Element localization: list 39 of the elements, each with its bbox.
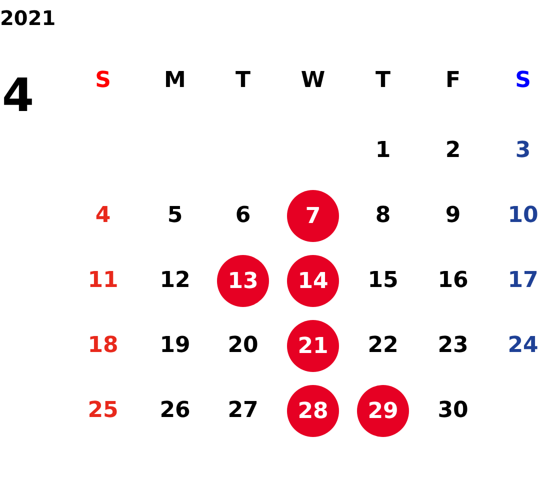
day-number: 6	[235, 205, 251, 227]
day-number: 18	[88, 335, 118, 357]
day-number: 3	[515, 140, 531, 162]
day-number: 15	[368, 270, 398, 292]
day-number: 19	[160, 335, 190, 357]
day-number: 11	[88, 270, 118, 292]
day-number: 1	[375, 140, 391, 162]
day-number: 25	[88, 400, 118, 422]
day-number: 26	[160, 400, 190, 422]
weekday-header: T	[236, 70, 250, 92]
weekday-header: S	[515, 70, 531, 92]
day-number: 2	[445, 140, 461, 162]
day-number: 22	[368, 335, 398, 357]
highlighted-day-circle: 7	[287, 190, 339, 242]
day-number: 5	[167, 205, 183, 227]
weekday-header: T	[376, 70, 390, 92]
day-number: 12	[160, 270, 190, 292]
day-number: 27	[228, 400, 258, 422]
day-number: 8	[375, 205, 391, 227]
highlighted-day-circle: 14	[287, 255, 339, 307]
weekday-header: S	[95, 70, 111, 92]
day-number: 23	[438, 335, 468, 357]
day-number: 9	[445, 205, 461, 227]
highlighted-day-circle: 21	[287, 320, 339, 372]
day-number: 30	[438, 400, 468, 422]
day-number: 16	[438, 270, 468, 292]
highlighted-day-circle: 28	[287, 385, 339, 437]
year-label: 2021	[0, 8, 56, 28]
weekday-header: W	[300, 70, 326, 92]
highlighted-day-circle: 13	[217, 255, 269, 307]
day-number: 20	[228, 335, 258, 357]
weekday-header: M	[164, 70, 186, 92]
day-number: 4	[95, 205, 111, 227]
highlighted-day-circle: 29	[357, 385, 409, 437]
day-number: 17	[508, 270, 538, 292]
month-number: 4	[2, 72, 34, 118]
weekday-header: F	[445, 70, 461, 92]
day-number: 10	[508, 205, 538, 227]
day-number: 24	[508, 335, 538, 357]
